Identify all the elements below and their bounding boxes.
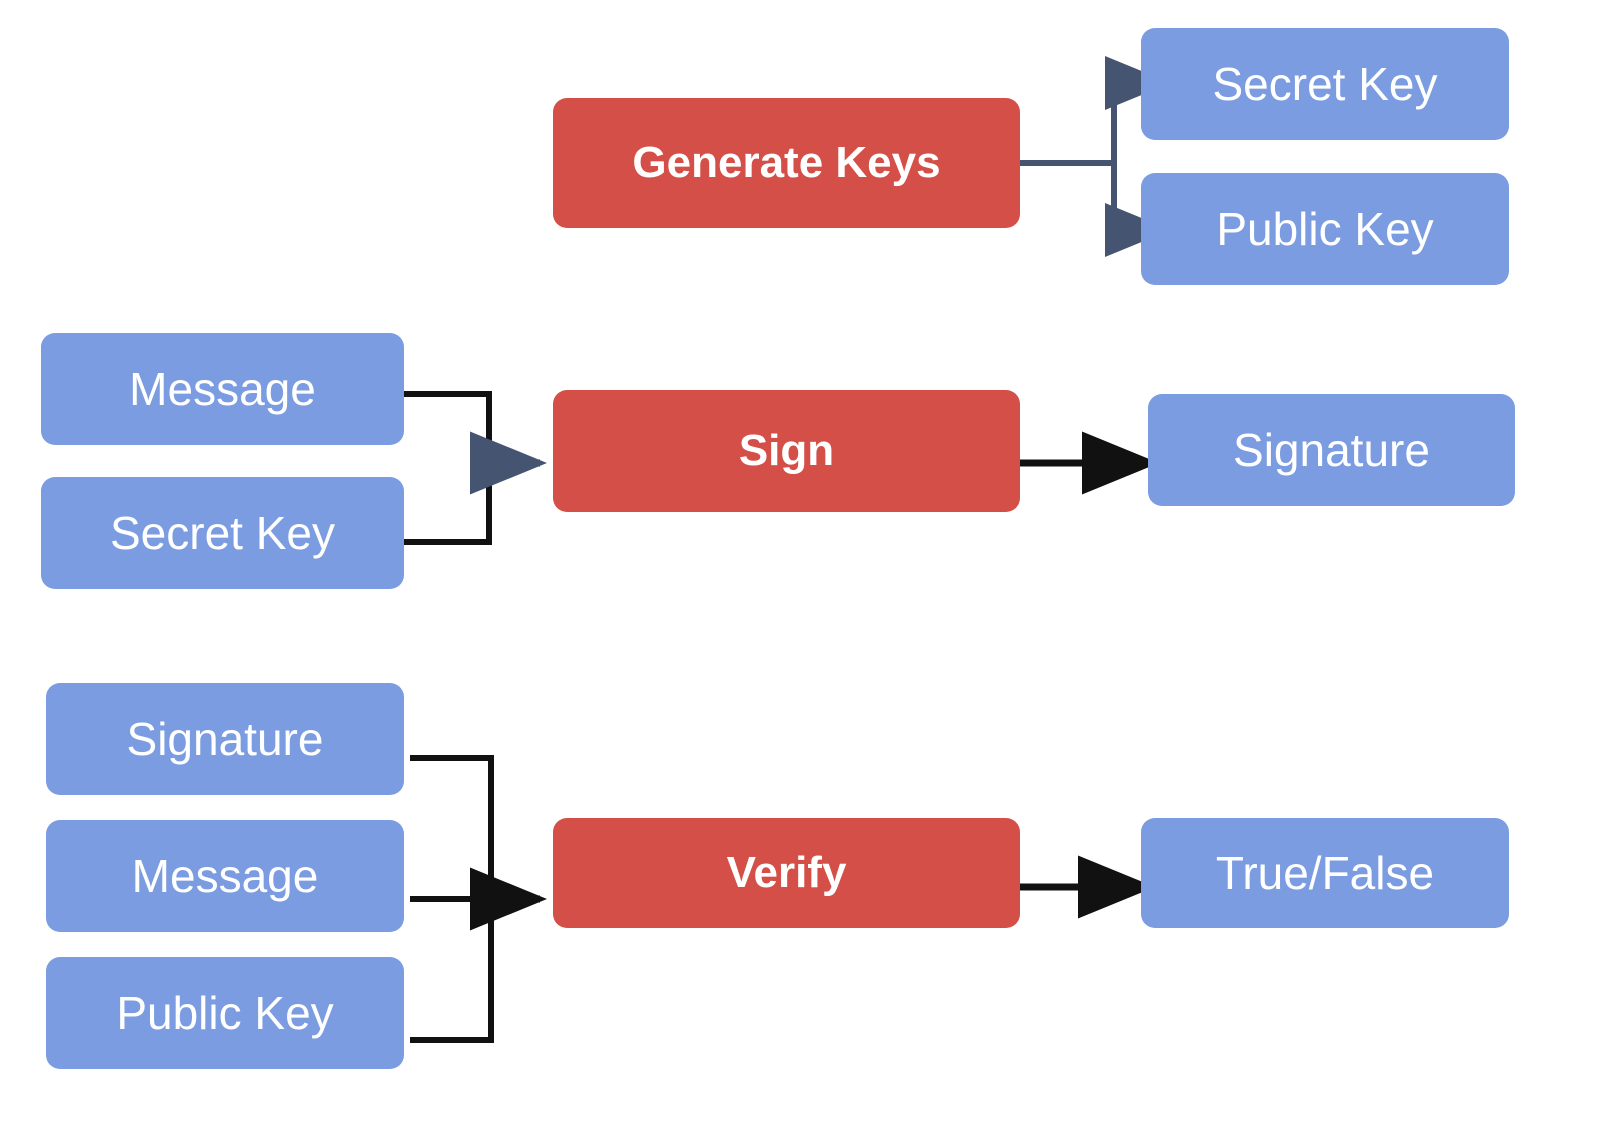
connector-verify-inputs (410, 755, 547, 1043)
data-secret-key-sign-input-label: Secret Key (110, 506, 335, 559)
data-secret-key-output[interactable]: Secret Key (1141, 28, 1509, 140)
process-sign[interactable]: Sign (553, 390, 1020, 512)
data-signature-output[interactable]: Signature (1148, 394, 1515, 506)
data-signature-verify-input[interactable]: Signature (46, 683, 404, 795)
data-public-key-output[interactable]: Public Key (1141, 173, 1509, 285)
data-secret-key-output-label: Secret Key (1212, 57, 1438, 110)
data-secret-key-sign-input[interactable]: Secret Key (41, 477, 404, 589)
data-message-sign-input-label: Message (129, 362, 316, 415)
data-message-sign-input[interactable]: Message (41, 333, 404, 445)
data-signature-verify-input-label: Signature (126, 712, 324, 765)
data-true-false-output-label: True/False (1215, 846, 1435, 899)
data-signature-output-label: Signature (1233, 423, 1430, 476)
data-message-verify-input[interactable]: Message (46, 820, 404, 932)
data-public-key-verify-input[interactable]: Public Key (46, 957, 404, 1069)
process-generate-keys[interactable]: Generate Keys (553, 98, 1020, 228)
data-public-key-verify-input-label: Public Key (116, 986, 334, 1039)
data-true-false-output[interactable]: True/False (1141, 818, 1509, 928)
process-sign-label: Sign (738, 425, 835, 475)
process-verify-label: Verify (726, 847, 847, 897)
process-generate-keys-label: Generate Keys (632, 137, 941, 187)
data-public-key-output-label: Public Key (1216, 202, 1434, 255)
connector-sign-inputs (404, 391, 547, 545)
data-message-verify-input-label: Message (131, 849, 319, 902)
process-verify[interactable]: Verify (553, 818, 1020, 928)
